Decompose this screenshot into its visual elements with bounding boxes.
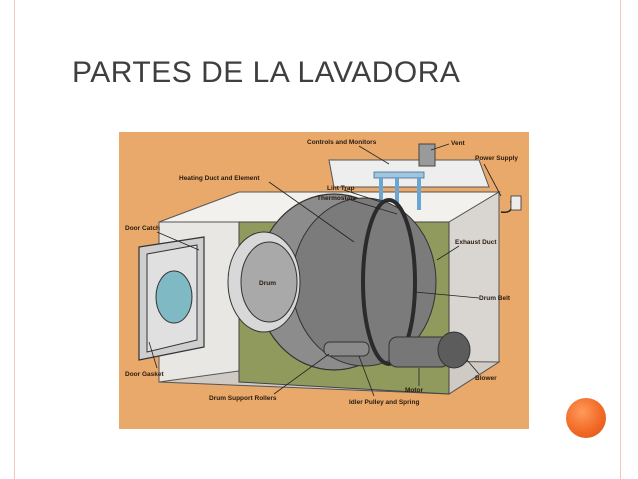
right-frame-line — [620, 0, 621, 479]
door-window — [155, 270, 193, 324]
leader-lines — [148, 143, 502, 397]
label-vent: Vent — [451, 140, 466, 147]
drum-belt — [361, 198, 417, 366]
power-outlet — [510, 195, 522, 211]
label-blower: Blower — [475, 375, 497, 382]
label-heating-duct: Heating Duct and Element — [179, 175, 260, 182]
dryer-diagram: Controls and Monitors Vent Power Supply … — [119, 132, 529, 429]
label-idler-pulley: Idler Pulley and Spring — [349, 399, 419, 406]
dryer-illustration: Controls and Monitors Vent Power Supply … — [125, 139, 522, 406]
drum-inner — [240, 241, 298, 323]
blower — [437, 331, 471, 369]
label-drum: Drum — [259, 280, 276, 287]
left-frame-line — [14, 0, 15, 479]
label-door-catch: Door Catch — [125, 225, 160, 232]
label-controls: Controls and Monitors — [307, 139, 377, 146]
label-lint-trap: Lint Trap — [327, 185, 354, 192]
drum-support-roller — [323, 341, 370, 357]
decorative-orange-circle — [566, 398, 606, 438]
label-door-gasket: Door Gasket — [125, 371, 164, 378]
label-drum-belt: Drum Belt — [479, 295, 511, 302]
label-thermostats: Thermostats — [317, 195, 356, 202]
label-drum-support-rollers: Drum Support Rollers — [209, 395, 277, 402]
slide-title: PARTES DE LA LAVADORA — [72, 56, 461, 89]
label-motor: Motor — [405, 387, 424, 394]
control-panel — [373, 171, 425, 179]
label-exhaust-duct: Exhaust Duct — [455, 239, 497, 246]
label-power-supply: Power Supply — [475, 155, 518, 162]
vent-pipe — [418, 143, 436, 167]
